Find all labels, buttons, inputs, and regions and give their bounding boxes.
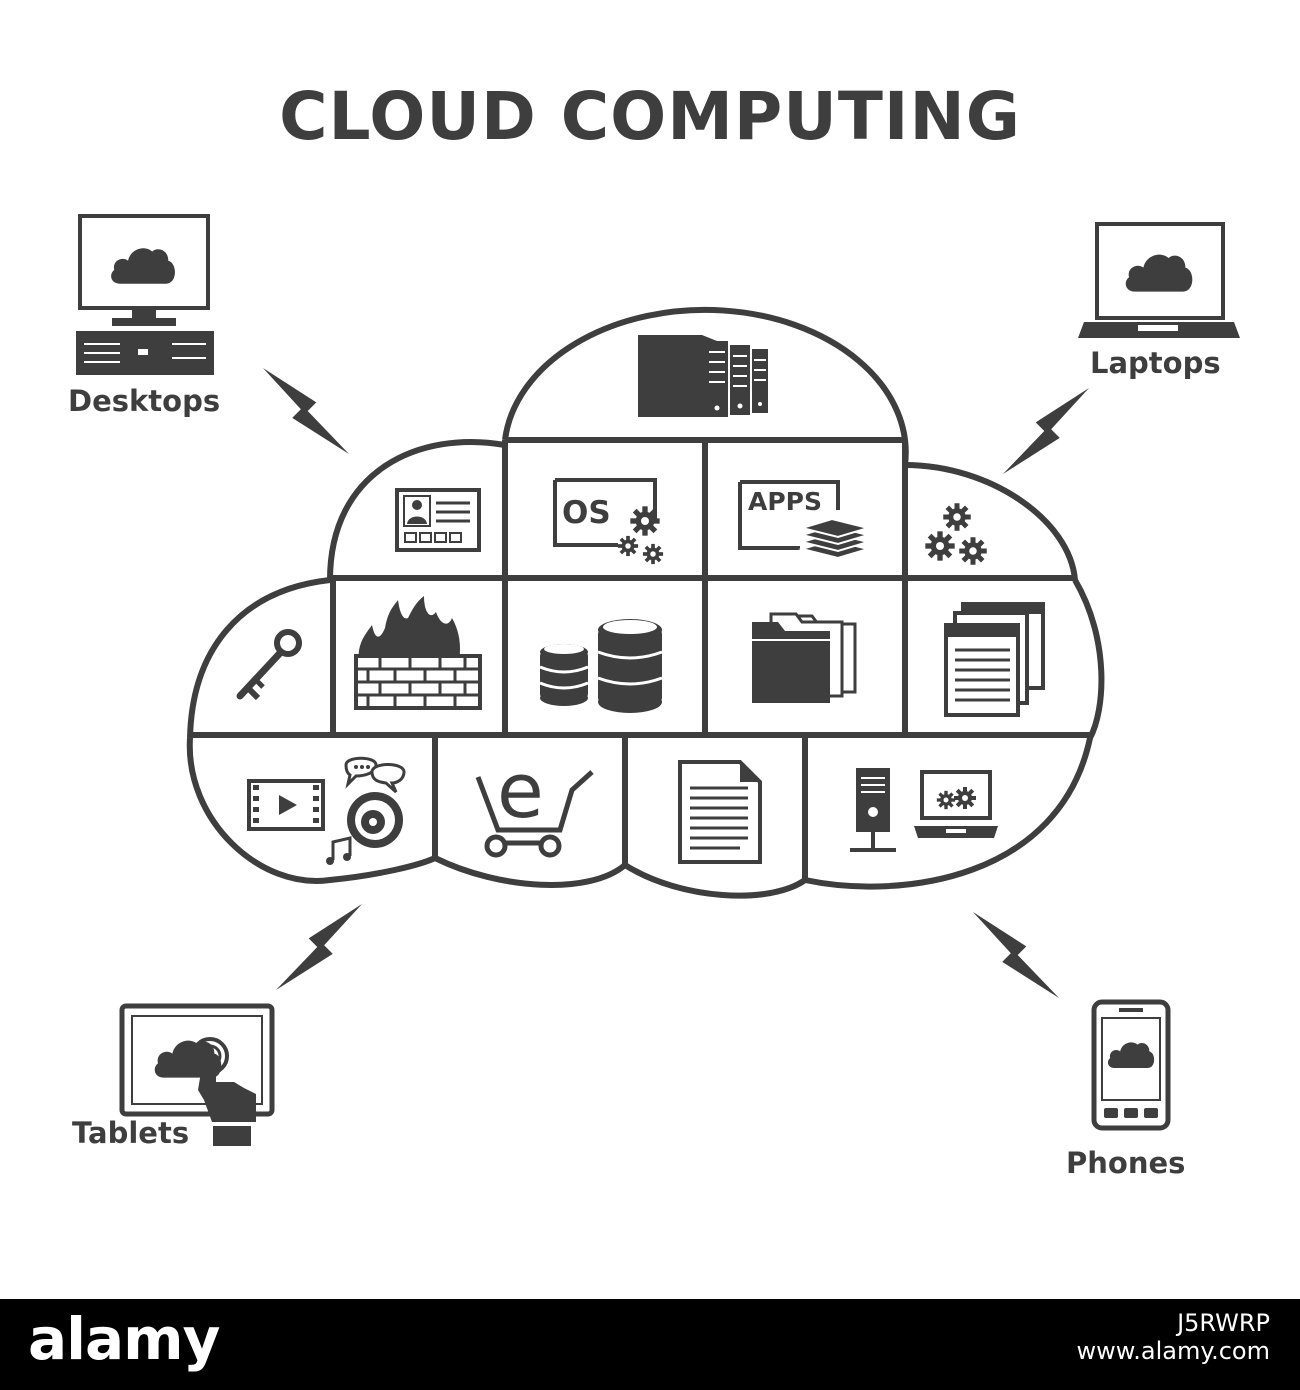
ecommerce-cart-icon: e	[475, 746, 594, 858]
tablets-label: Tablets	[72, 1116, 190, 1150]
key-icon	[236, 629, 302, 701]
desktops-label: Desktops	[68, 384, 221, 418]
cloud-grid	[190, 437, 1092, 880]
watermark-bar: alamy J5RWRP www.alamy.com	[0, 1299, 1300, 1390]
gears-icon	[925, 503, 987, 565]
image-id-text: J5RWRP	[1177, 1309, 1270, 1337]
server-rack-icon	[638, 335, 768, 417]
smartphone-icon	[1091, 999, 1171, 1131]
media-icon	[247, 756, 406, 865]
phones-label: Phones	[1066, 1146, 1186, 1180]
os-label: OS	[562, 495, 611, 531]
windows-icon	[944, 602, 1045, 717]
firewall-icon	[354, 596, 482, 710]
lightning-icon	[1003, 388, 1089, 474]
tablet-touch-icon	[119, 1003, 275, 1146]
site-url-text: www.alamy.com	[1076, 1337, 1270, 1365]
laptops-label: Laptops	[1090, 346, 1221, 380]
apps-stack-icon: APPS	[738, 480, 872, 560]
lightning-icon	[276, 904, 362, 990]
cloud-computing-diagram: OS APPS	[76, 214, 1240, 1146]
database-icon	[539, 619, 663, 713]
lightning-icon	[973, 912, 1059, 998]
watermark-meta: J5RWRP www.alamy.com	[1077, 1309, 1270, 1365]
folders-icon	[752, 612, 857, 703]
laptop-icon	[1078, 222, 1240, 338]
ecommerce-letter: e	[497, 746, 544, 835]
alamy-logo: alamy	[28, 1305, 220, 1373]
network-server-laptop-icon	[850, 768, 998, 852]
id-card-icon	[395, 488, 481, 552]
desktop-computer-icon	[76, 214, 214, 375]
page-title: CLOUD COMPUTING	[279, 78, 1021, 155]
apps-label: APPS	[748, 487, 822, 516]
document-icon	[678, 760, 762, 864]
os-gears-icon: OS	[553, 478, 664, 565]
lightning-icon	[263, 368, 349, 454]
cloud-outline	[186, 306, 1105, 899]
